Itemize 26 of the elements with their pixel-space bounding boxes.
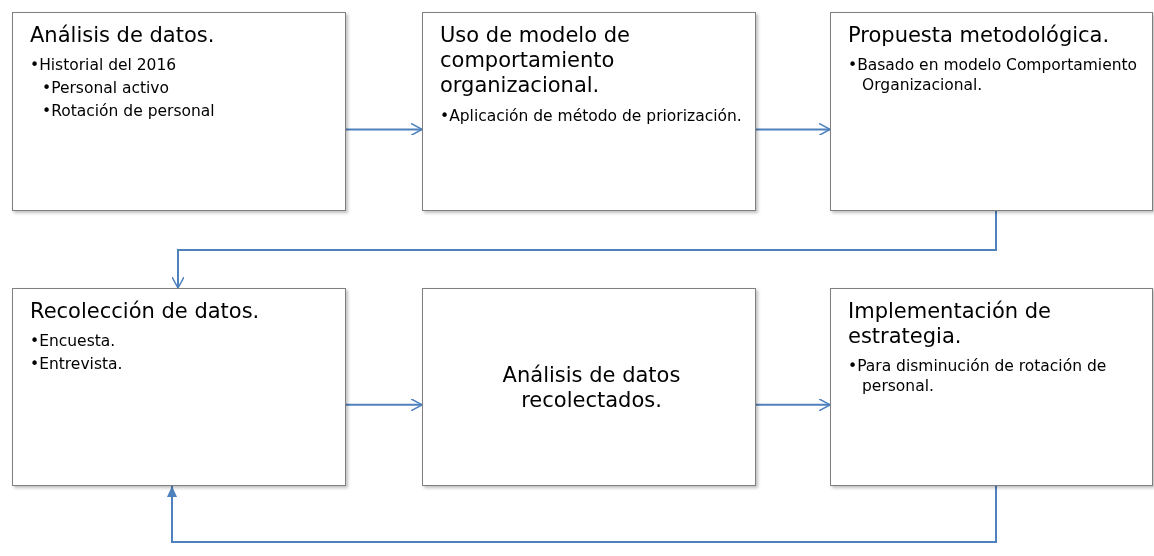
box-heading: Análisis de datos recolectados.: [501, 362, 682, 414]
box-heading: Recolección de datos.: [30, 299, 261, 325]
arrow: [171, 210, 997, 289]
bullet-item: •Historial del 2016: [30, 56, 178, 76]
arrow: [755, 122, 831, 137]
arrow: [167, 485, 997, 543]
box-heading: Uso de modelo de comportamiento organizacional.: [440, 23, 631, 99]
arrow: [755, 398, 831, 412]
bullet-item: •Para disminución de rotación de personal.: [848, 357, 1108, 398]
bullet-item: •Basado en modelo Comportamiento Organizacional.: [848, 56, 1139, 96]
arrow: [345, 398, 423, 412]
process-box: [830, 12, 1153, 211]
bullet-item: •Aplicación de método de priorización.: [440, 106, 743, 127]
box-heading: Propuesta metodológica.: [848, 23, 1111, 49]
process-box: [422, 12, 756, 211]
box-heading: Implementación de estrategia.: [848, 299, 1052, 350]
process-box: [12, 288, 346, 486]
bullet-item: •Personal activo: [42, 79, 171, 99]
process-box: [422, 288, 756, 486]
bullet-item: •Rotación de personal: [42, 101, 216, 122]
bullet-item: •Entrevista.: [30, 355, 124, 375]
bullet-item: •Encuesta.: [30, 332, 117, 352]
process-box: [12, 12, 346, 211]
arrow: [345, 122, 423, 137]
process-box: [830, 288, 1153, 486]
box-heading: Análisis de datos.: [30, 23, 216, 49]
